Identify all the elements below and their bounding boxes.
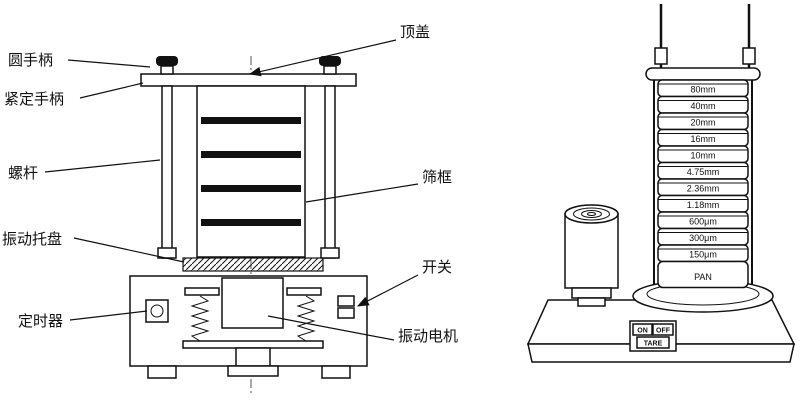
mount-plate-left: [184, 287, 220, 296]
timer: [145, 299, 169, 323]
sieve-ring: 2.36mm: [657, 178, 749, 197]
bottom-plate: [182, 340, 324, 349]
sieve-stack: 80mm 40mm 20mm 16mm 10mm 4.75mm: [657, 79, 749, 289]
sieve-size-label: 10mm: [690, 151, 715, 161]
label-vibration-motor: 振动电机: [398, 328, 458, 345]
sieve-size-label: 80mm: [690, 85, 715, 95]
leader-switch: [356, 274, 419, 307]
pan-label: PAN: [694, 272, 712, 282]
sieve-ring: 10mm: [657, 145, 749, 164]
label-timer: 定时器: [18, 313, 63, 330]
sieve-size-label: 20mm: [690, 118, 715, 128]
label-switch: 开关: [422, 259, 452, 276]
control-panel: ON OFF TARE: [629, 320, 677, 352]
pan-ring: PAN: [657, 260, 749, 289]
sieve-frame-bar: [201, 185, 301, 192]
foot-center: [227, 365, 279, 377]
screw-rod-left: [161, 85, 173, 259]
pedestal: [235, 347, 271, 367]
sieve-frame-bar: [201, 151, 301, 158]
sieve-ring: 300μm: [657, 227, 749, 246]
sieve-size-label: 4.75mm: [687, 167, 720, 177]
mount-plate-right: [286, 287, 322, 296]
sieve-ring: 1.18mm: [657, 194, 749, 213]
sieve-ring: 150μm: [657, 244, 749, 263]
sieve-size-label: 16mm: [690, 134, 715, 144]
label-tight-handle: 紧定手柄: [4, 91, 64, 108]
label-top-cover: 顶盖: [400, 24, 430, 41]
leader-timer: [69, 310, 148, 321]
sieve-ring: 16mm: [657, 128, 749, 147]
vibration-motor: [221, 277, 284, 329]
sieve-size-label: 300μm: [689, 233, 717, 243]
leader-vibrating-tray: [73, 237, 185, 263]
tare-button-label: TARE: [644, 341, 663, 348]
leader-top-cover: [248, 39, 397, 77]
leader-tight-handle: [79, 82, 144, 99]
clamp-knob-left: [654, 47, 668, 65]
sieve-frame-bar: [201, 219, 301, 226]
clamp-knob-right: [742, 47, 756, 65]
sieve-frame-bar: [201, 117, 301, 124]
sieve-size-label: 40mm: [690, 101, 715, 111]
top-clamp-bar: [645, 67, 761, 81]
leader-sieve-frame: [305, 183, 419, 203]
screw-rod-right: [324, 85, 336, 259]
label-screw-rod: 螺杆: [8, 165, 38, 182]
on-button-label: ON: [637, 328, 648, 335]
sieve-size-label: 1.18mm: [687, 200, 720, 210]
foot-left: [147, 365, 177, 379]
sieve-ring: 600μm: [657, 211, 749, 230]
off-button-label: OFF: [656, 328, 671, 335]
vibrating-tray: [182, 257, 324, 272]
right-pictorial: ON OFF TARE 80mm 40mm 20mm 16mm: [526, 4, 796, 363]
base-front-face: [527, 343, 795, 363]
spring-right: [296, 295, 316, 342]
drive-motor: [564, 204, 619, 307]
switch: [337, 295, 355, 319]
sieve-ring: 20mm: [657, 112, 749, 131]
off-button[interactable]: [652, 323, 674, 336]
sieve-ring: 80mm: [657, 79, 749, 98]
sieve-size-label: 150μm: [689, 250, 717, 260]
leader-screw-rod: [44, 159, 161, 173]
sieve-size-label: 600μm: [689, 217, 717, 227]
leader-vibration-motor: [267, 315, 395, 341]
foot-right: [321, 365, 351, 379]
sieve-ring: 40mm: [657, 95, 749, 114]
sieve-stack-box: [196, 85, 306, 258]
label-vibrating-tray: 振动托盘: [2, 230, 62, 248]
left-schematic: 圆手柄 紧定手柄 螺杆 振动托盘 定时器 顶盖 筛框 开关 振动电机: [2, 24, 458, 396]
label-sieve-frame: 筛框: [422, 169, 452, 186]
leader-round-handle: [67, 59, 151, 68]
top-cover: [140, 73, 357, 87]
rod-nut-right: [320, 247, 340, 259]
sieve-size-label: 2.36mm: [687, 184, 720, 194]
tare-button[interactable]: [636, 336, 670, 349]
on-button[interactable]: [632, 323, 653, 336]
label-round-handle: 圆手柄: [8, 52, 53, 69]
round-handle-left: [156, 56, 178, 75]
sieve-ring: 4.75mm: [657, 161, 749, 180]
spring-left: [190, 295, 210, 342]
round-handle-right: [319, 56, 341, 75]
